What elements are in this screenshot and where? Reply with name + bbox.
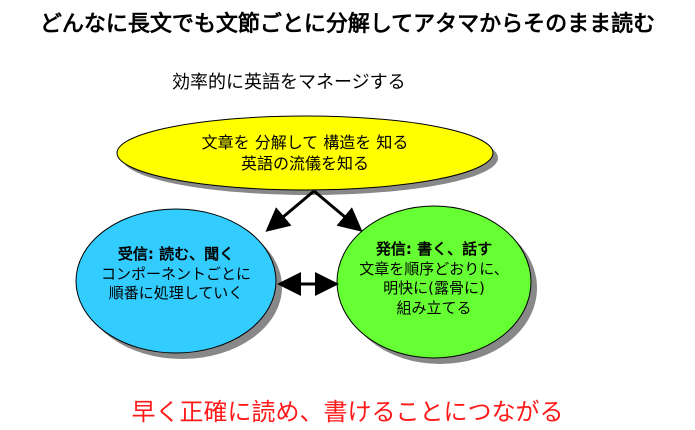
arrow-top-to-right [313,189,363,232]
top-node-line1: 文章を 分解して 構造を 知る [201,133,409,152]
page-title: どんなに長文でも文節ごとに分解してアタマからそのまま読む [39,12,656,37]
right-node-line3: 組み立てる [396,298,472,317]
conclusion-text: 早く正確に読め、書けることにつながる [131,398,564,426]
right-node-line2: 明快に(露骨に) [383,279,485,297]
arrow-top-to-left [265,189,315,232]
right-node-line1: 文章を順序どおりに、 [359,259,509,278]
subtitle: 効率的に英語をマネージする [172,72,406,93]
left-node-line2: 順番に処理していく [108,284,244,302]
top-node-line2: 英語の流儀を知る [240,153,369,173]
right-node-heading: 発信: 書く、話す [375,240,493,258]
left-node: 受信: 読む、聞く コンポーネントごとに 順番に処理していく [86,245,266,304]
top-node-ellipse [116,115,494,191]
right-node: 発信: 書く、話す 文章を順序どおりに、 明快に(露骨に) 組み立てる [344,240,524,318]
left-node-line1: コンポーネントごとに [100,264,251,283]
left-node-ellipse [75,208,277,354]
top-node: 文章を 分解して 構造を 知る 英語の流儀を知る [140,133,470,175]
left-node-heading: 受信: 読む、聞く [117,245,235,263]
